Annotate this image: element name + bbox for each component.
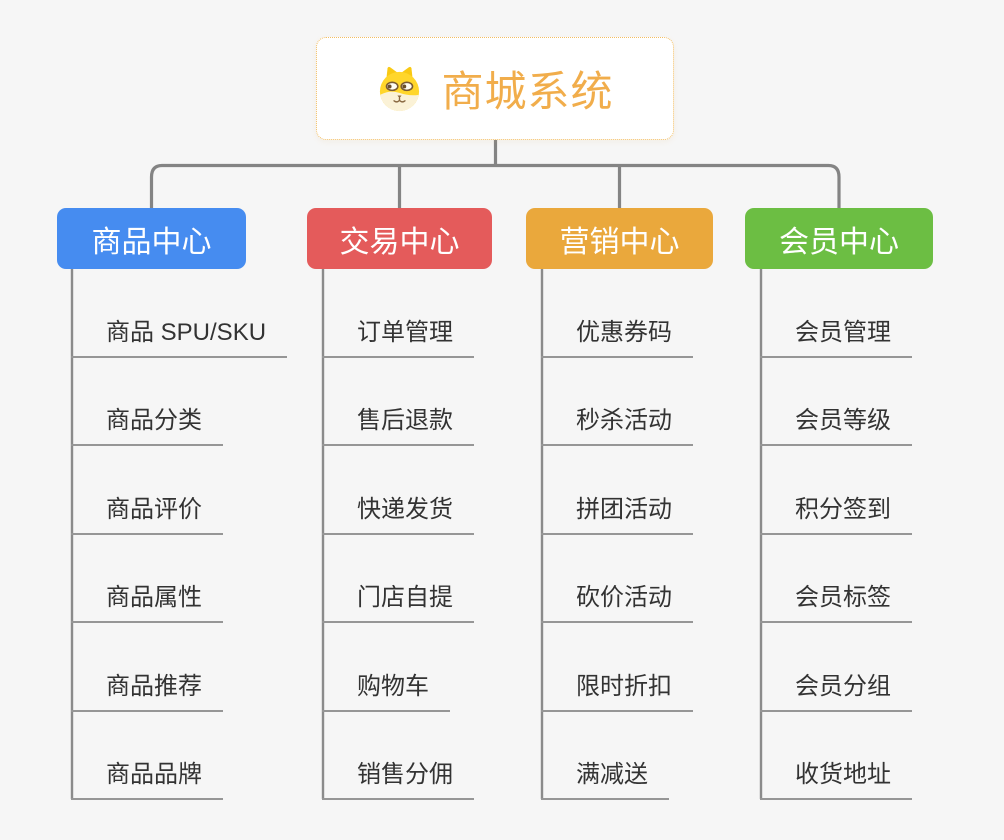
item-member-level[interactable]: 会员等级 (760, 408, 912, 446)
branch-node-marketing-center[interactable]: 营销中心 (526, 208, 713, 269)
item-sales-commission[interactable]: 销售分佣 (322, 762, 474, 800)
item-shipping-address[interactable]: 收货地址 (760, 762, 912, 800)
item-coupon-code[interactable]: 优惠券码 (541, 320, 693, 358)
branch-node-trade-center[interactable]: 交易中心 (307, 208, 492, 269)
item-bargain-activity[interactable]: 砍价活动 (541, 585, 693, 623)
item-order-management[interactable]: 订单管理 (322, 320, 474, 358)
root-node[interactable]: 商城系统 (316, 37, 674, 140)
item-member-group[interactable]: 会员分组 (760, 674, 912, 712)
item-full-reduction[interactable]: 满减送 (541, 762, 669, 800)
root-label: 商城系统 (441, 68, 614, 115)
item-product-review[interactable]: 商品评价 (71, 497, 223, 535)
item-product-recommend[interactable]: 商品推荐 (71, 674, 223, 712)
item-flash-sale[interactable]: 秒杀活动 (541, 408, 693, 446)
item-member-tag[interactable]: 会员标签 (760, 585, 912, 623)
item-product-brand[interactable]: 商品品牌 (71, 762, 223, 800)
branch-node-product-center[interactable]: 商品中心 (57, 208, 246, 269)
item-product-spu-sku[interactable]: 商品 SPU/SKU (71, 320, 288, 358)
item-time-discount[interactable]: 限时折扣 (541, 674, 693, 712)
branch-node-member-center[interactable]: 会员中心 (745, 208, 933, 269)
dog-logo-icon (380, 66, 420, 112)
item-points-checkin[interactable]: 积分签到 (760, 497, 912, 535)
item-product-category[interactable]: 商品分类 (71, 408, 223, 446)
item-product-attribute[interactable]: 商品属性 (71, 585, 223, 623)
item-group-buy[interactable]: 拼团活动 (541, 497, 693, 535)
item-express-shipping[interactable]: 快递发货 (322, 497, 474, 535)
item-aftersale-refund[interactable]: 售后退款 (322, 408, 474, 446)
item-member-management[interactable]: 会员管理 (760, 320, 912, 358)
item-store-pickup[interactable]: 门店自提 (322, 585, 474, 623)
item-shopping-cart[interactable]: 购物车 (322, 674, 450, 712)
